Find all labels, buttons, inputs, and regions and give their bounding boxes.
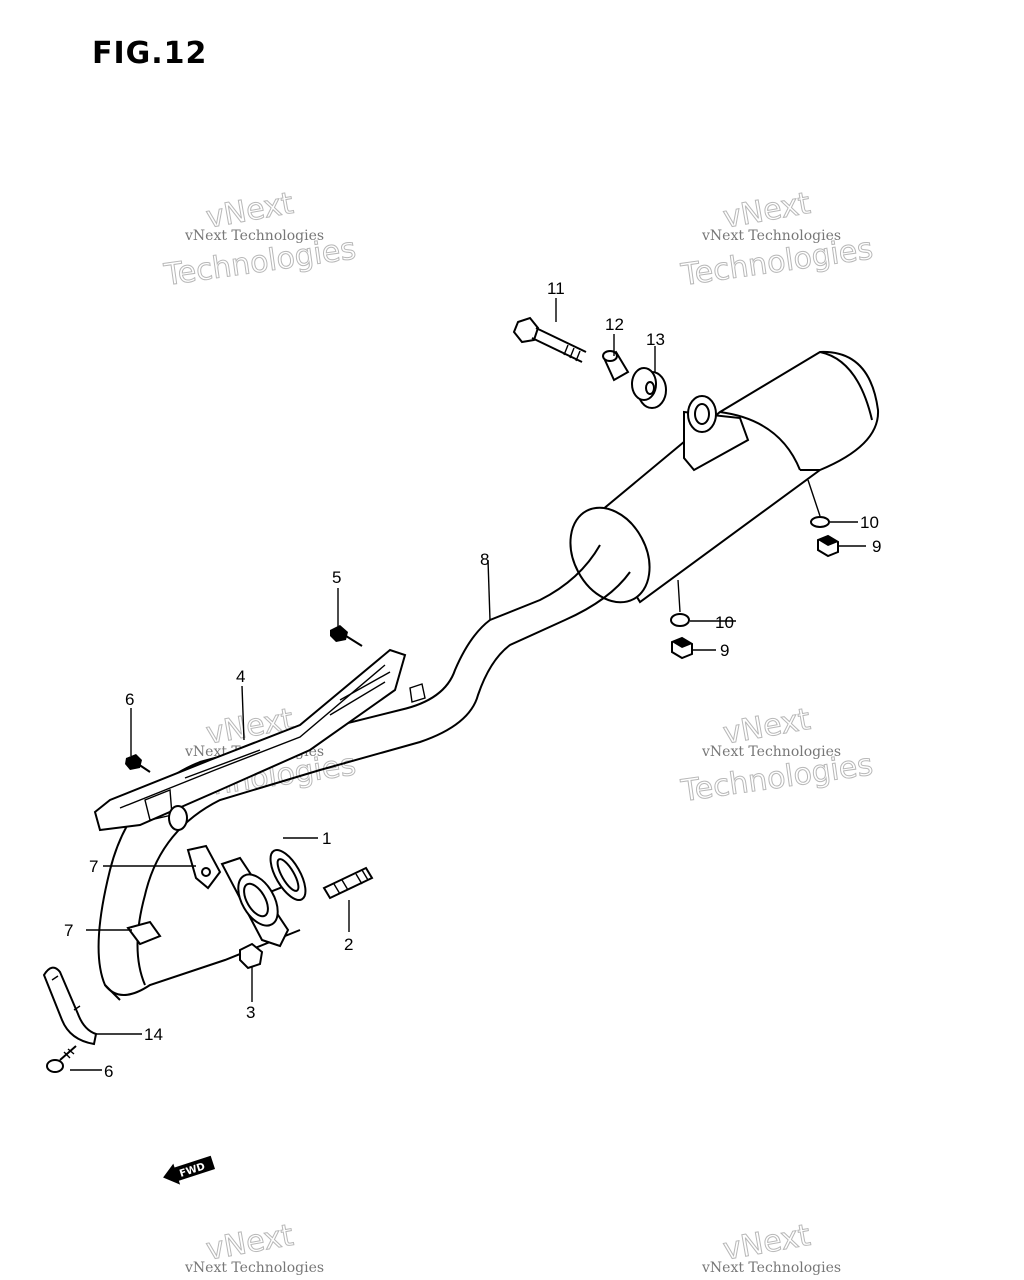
nut-9 xyxy=(671,636,693,660)
nut-9 xyxy=(817,534,839,558)
callout-10: 10 xyxy=(715,613,734,632)
callout-11: 11 xyxy=(547,279,565,298)
callout-14: 14 xyxy=(144,1025,163,1044)
bolt-6 xyxy=(125,754,151,773)
protector-14 xyxy=(42,966,98,1046)
callout-10: 10 xyxy=(860,513,879,532)
watermark-bottom-right: vNext vNext Technologies xyxy=(701,1217,841,1276)
callout-8: 8 xyxy=(480,550,489,569)
watermark-bottom-left: vNext vNext Technologies xyxy=(184,1217,324,1276)
callout-9: 9 xyxy=(872,537,881,556)
flange xyxy=(220,856,290,948)
callout-3: 3 xyxy=(246,1003,255,1022)
callout-5: 5 xyxy=(332,568,341,587)
bolt-6 xyxy=(46,1045,77,1073)
heat-shield xyxy=(93,648,426,832)
nut-3 xyxy=(239,942,264,970)
stud-2 xyxy=(322,866,374,900)
callout-2: 2 xyxy=(344,935,353,954)
callout-13: 13 xyxy=(646,330,665,349)
forward-arrow-icon: FWD xyxy=(163,1155,216,1185)
callout-4: 4 xyxy=(236,667,245,686)
grommet-13 xyxy=(631,367,667,409)
callouts: 11 12 13 10 9 8 10 9 5 4 6 7 7 1 2 3 14 … xyxy=(64,279,881,1081)
watermark-text: vNext Technologies xyxy=(701,1260,841,1276)
callout-7: 7 xyxy=(64,921,73,940)
watermark-mid-right: vNext vNext Technologies Technologies xyxy=(678,701,876,809)
watermark-text: vNext Technologies xyxy=(701,744,841,760)
washer-10 xyxy=(670,613,690,627)
bolt-5 xyxy=(330,625,363,647)
clamp-7 xyxy=(186,844,222,890)
leader-lines xyxy=(70,298,866,1071)
exhaust-pipe xyxy=(97,544,631,1001)
callout-1: 1 xyxy=(322,829,331,848)
callout-6: 6 xyxy=(104,1062,113,1081)
callout-7: 7 xyxy=(89,857,98,876)
forward-label: FWD xyxy=(178,1161,206,1180)
callout-6: 6 xyxy=(125,690,134,709)
muffler xyxy=(569,350,880,604)
washer-10 xyxy=(810,516,830,528)
watermark-text: vNext Technologies xyxy=(701,228,841,244)
watermark-top-right: vNext vNext Technologies Technologies xyxy=(678,185,876,293)
watermark-text: vNext Technologies xyxy=(184,1260,324,1276)
figure-title: FIG.12 xyxy=(92,36,208,71)
collar-12 xyxy=(602,350,630,382)
gasket-1 xyxy=(269,849,307,901)
clamp-7 xyxy=(126,920,162,946)
bolt-11 xyxy=(512,316,587,363)
callout-9: 9 xyxy=(720,641,729,660)
watermark-top-left: vNext vNext Technologies Technologies xyxy=(161,185,359,293)
callout-12: 12 xyxy=(605,315,624,334)
watermark-text: vNext Technologies xyxy=(184,228,324,244)
